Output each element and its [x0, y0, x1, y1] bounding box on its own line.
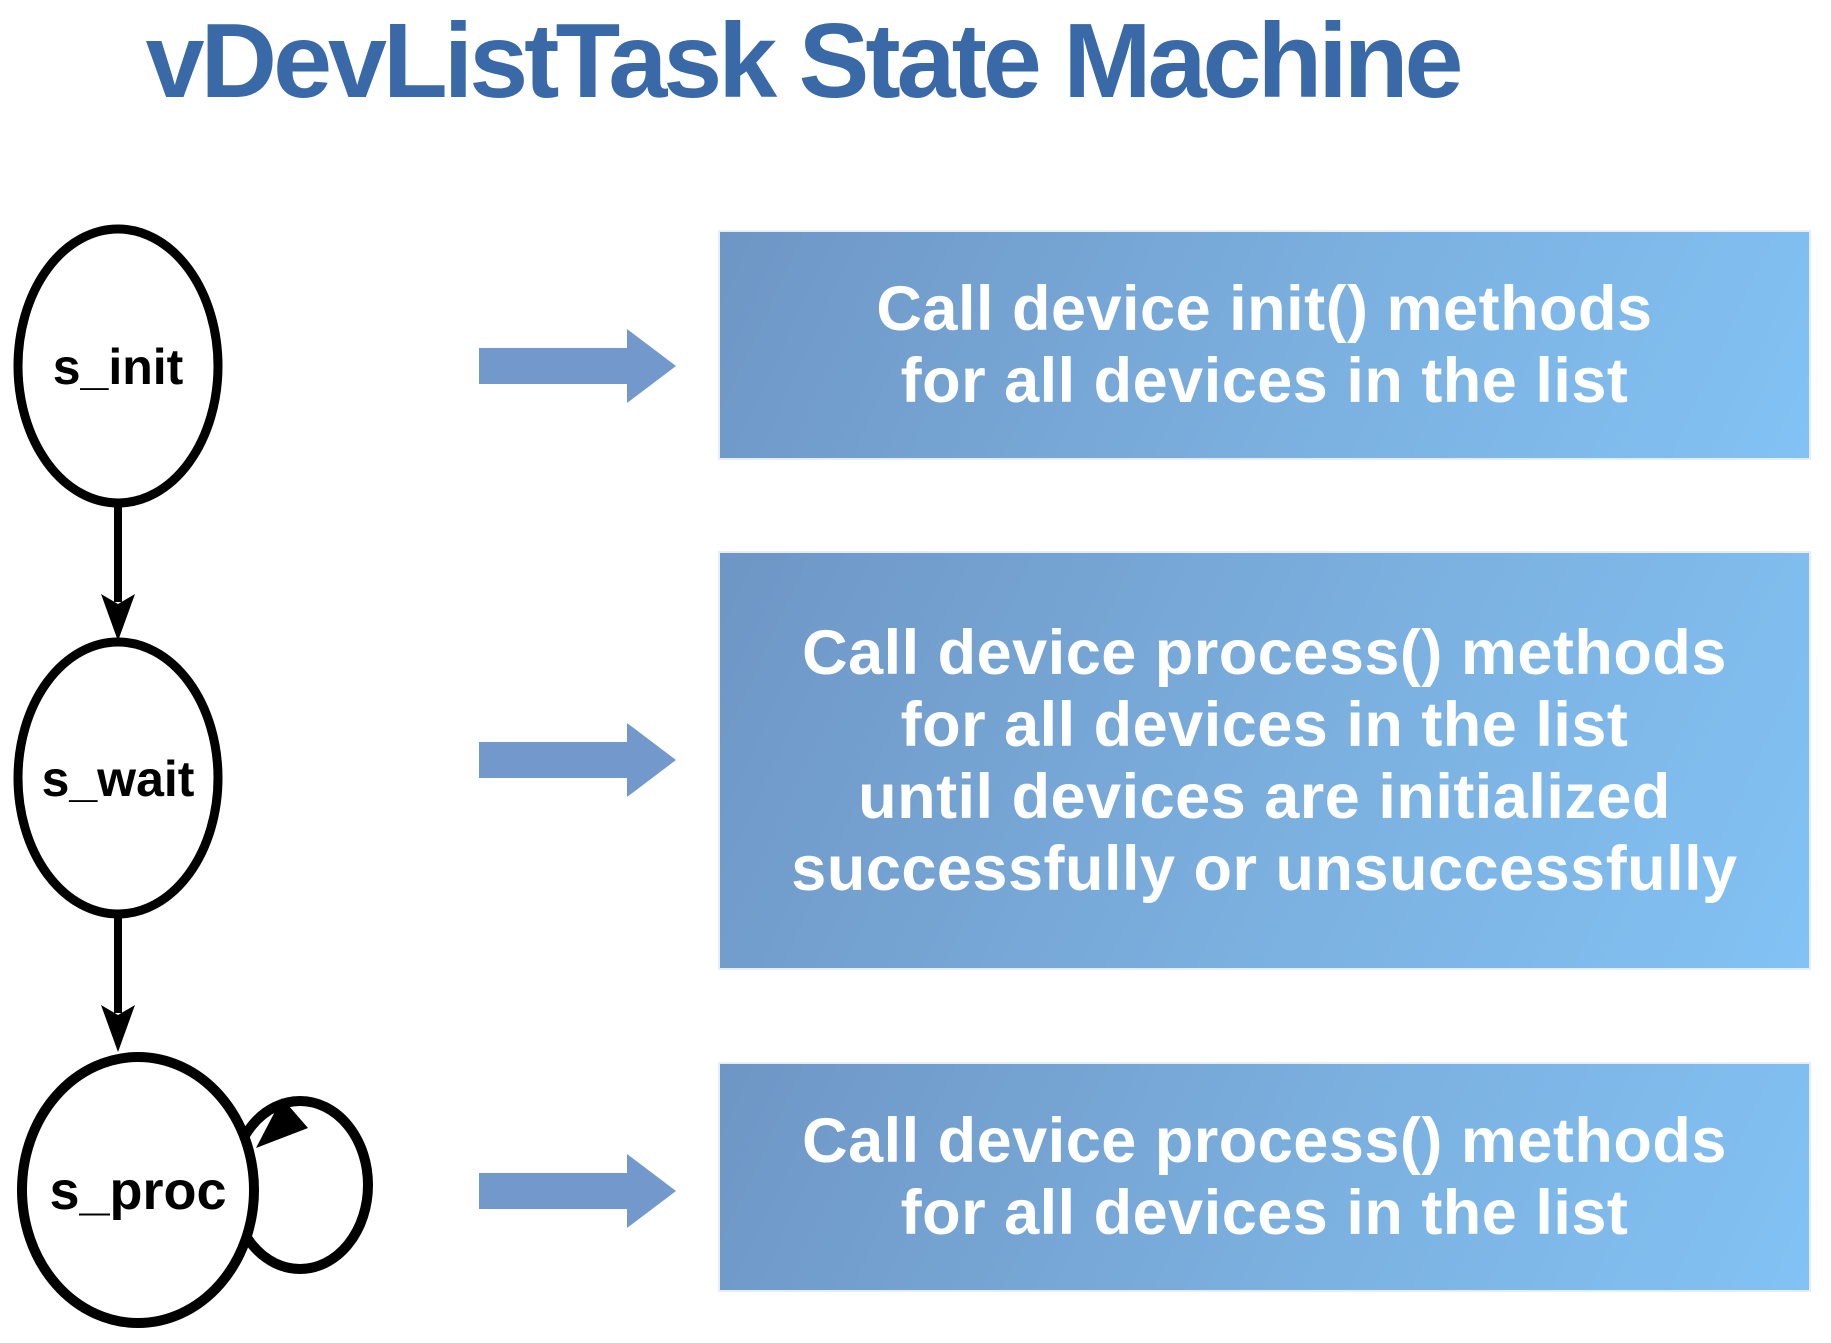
state-label-s-proc: s_proc — [49, 1161, 226, 1221]
state-label-s-wait: s_wait — [42, 751, 195, 807]
description-box-s-init: Call device init() methods for all devic… — [718, 230, 1811, 460]
right-block-arrow-icon — [479, 1154, 676, 1228]
description-line: for all devices in the list — [900, 346, 1629, 416]
state-label-s-init: s_init — [53, 339, 184, 395]
down-arrow-icon — [101, 1005, 135, 1052]
state-circle-s-init — [13, 224, 223, 508]
state-circle-s-proc — [17, 1052, 259, 1328]
transition-s_init-to-s_wait — [101, 500, 135, 641]
description-line: successfully or unsuccessfully — [791, 833, 1738, 904]
description-box-s-wait: Call device process() methods for all de… — [718, 551, 1811, 970]
self-loop-arrowhead-icon — [256, 1098, 308, 1148]
description-box-s-proc: Call device process() methods for all de… — [718, 1062, 1811, 1292]
description-line: Call device process() methods — [802, 617, 1727, 688]
down-arrow-icon — [101, 594, 135, 641]
description-line: Call device init() methods — [876, 274, 1653, 344]
transition-s_wait-to-s_proc — [101, 912, 135, 1052]
description-line: Call device process() methods — [802, 1106, 1727, 1176]
description-line: for all devices in the list — [900, 1178, 1629, 1248]
right-block-arrow-icon — [479, 723, 676, 797]
right-block-arrow-icon — [479, 329, 676, 403]
description-line: for all devices in the list — [900, 689, 1629, 760]
description-line: until devices are initialized — [858, 761, 1671, 832]
page-title: vDevListTask State Machine — [145, 2, 1464, 120]
state-circle-s-wait — [13, 637, 223, 919]
